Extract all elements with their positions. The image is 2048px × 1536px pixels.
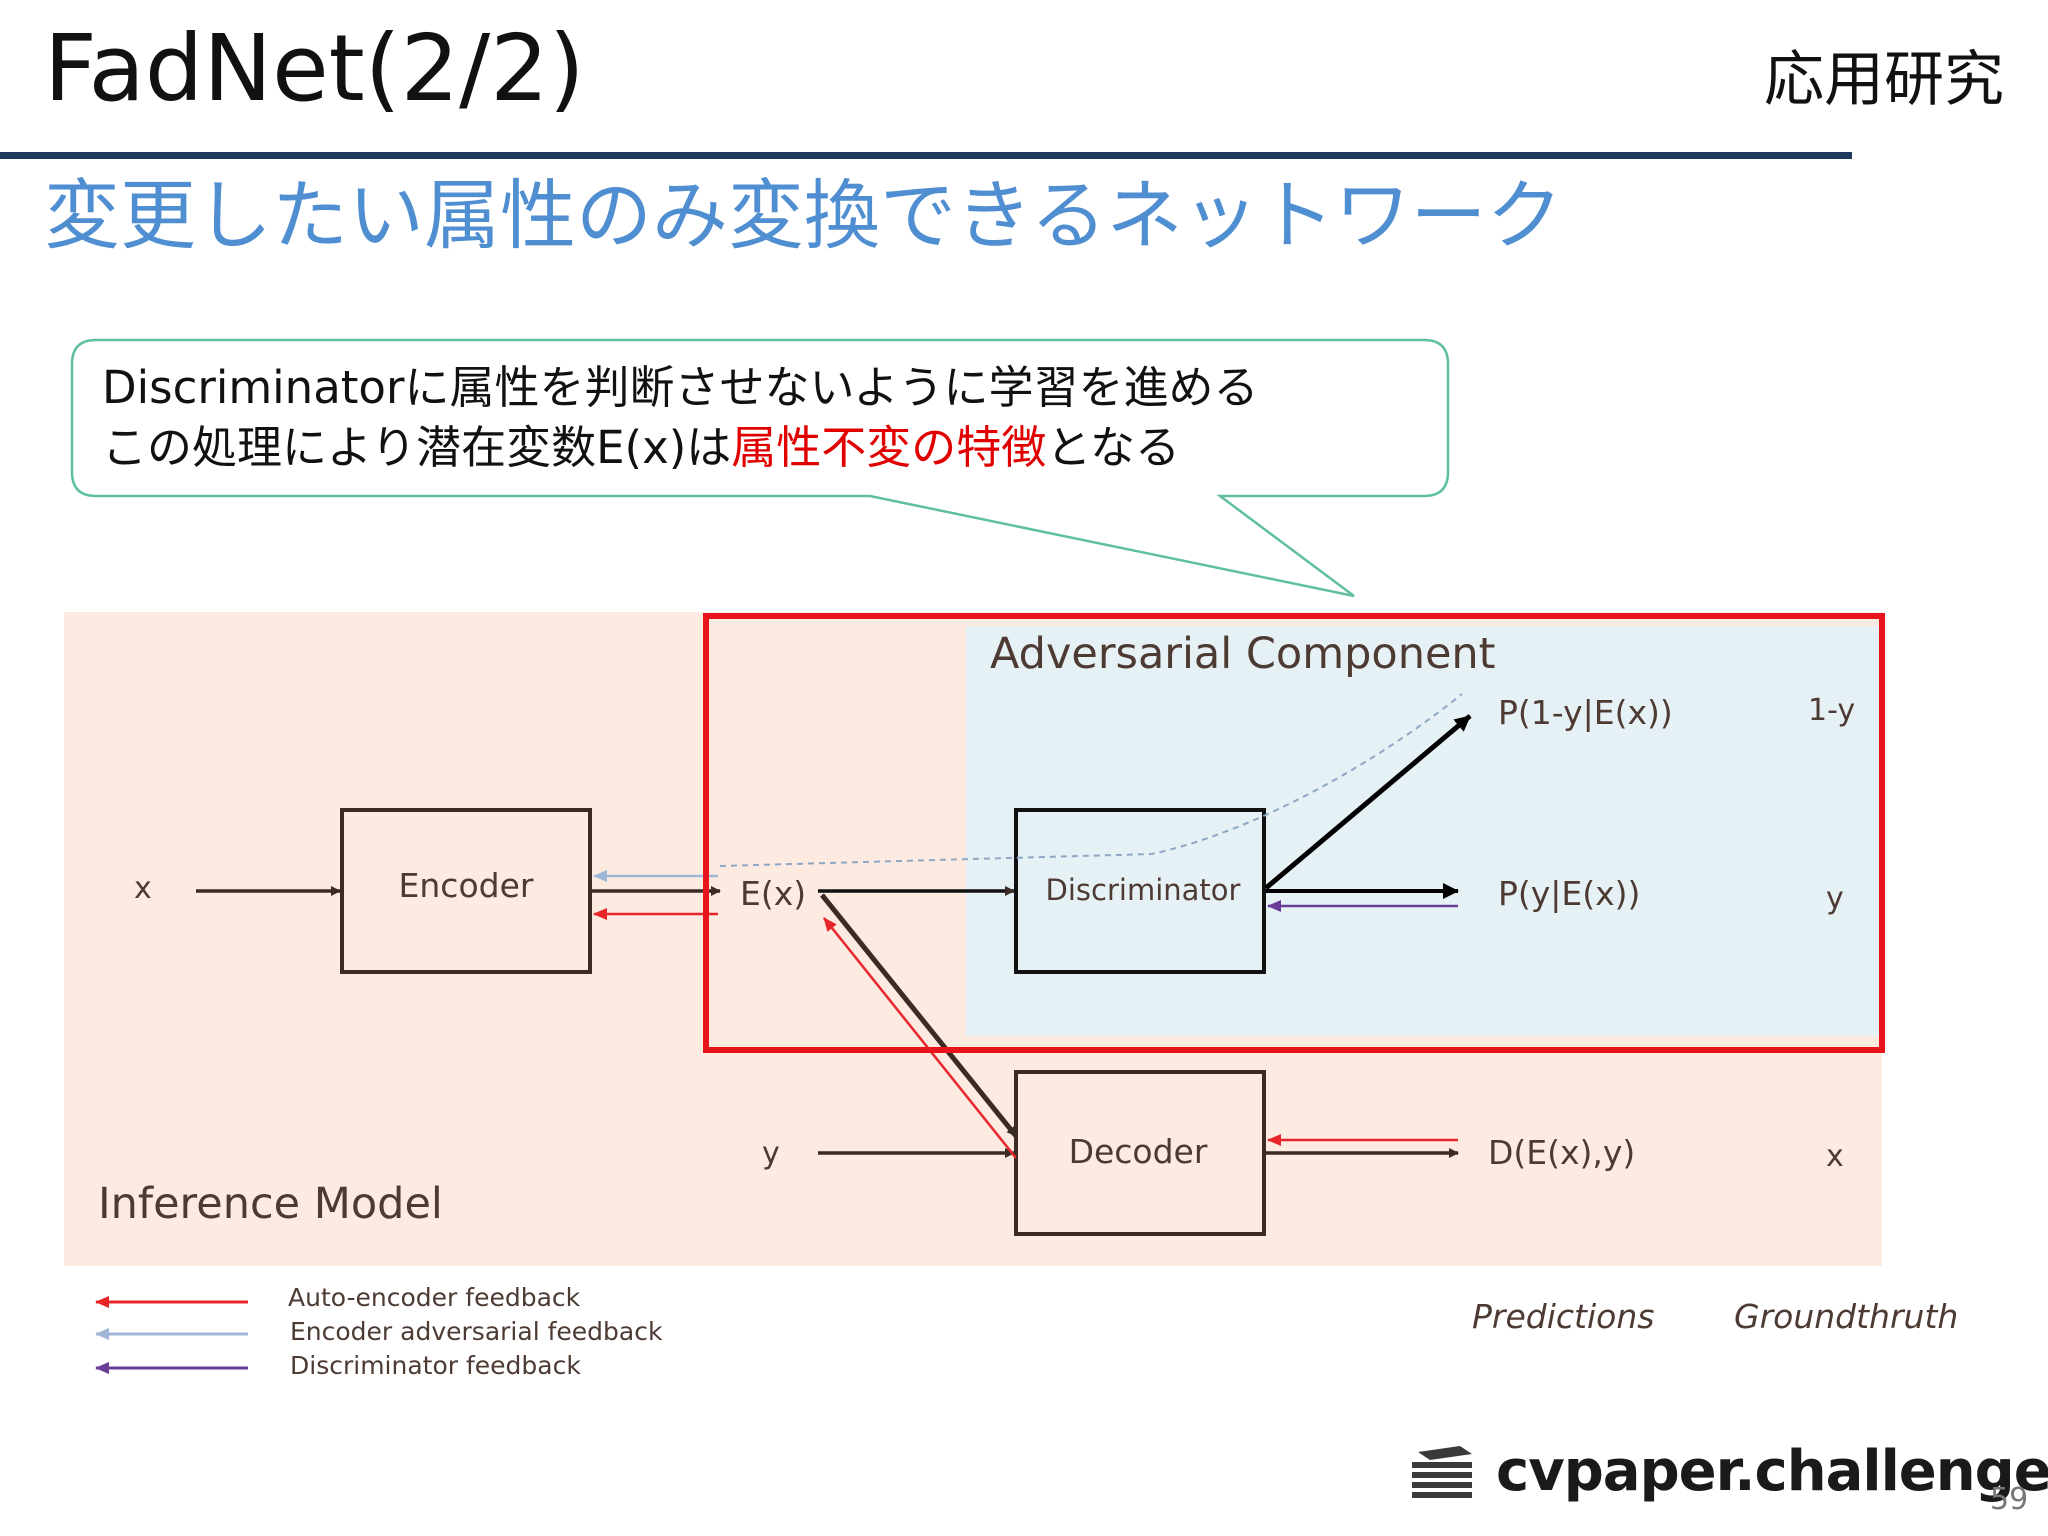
- predictions-column-label: Predictions: [1472, 1297, 1654, 1336]
- callout-line-2-after: となる: [1046, 421, 1180, 474]
- slide-subtitle: 変更したい属性のみ変換できるネットワーク: [44, 171, 1563, 260]
- slide-title: FadNet(2/2): [44, 15, 585, 122]
- adversarial-title: Adversarial Component: [990, 629, 1496, 679]
- discriminator-to-p1y-arrow: [1264, 714, 1472, 890]
- discriminator-box: [1014, 808, 1266, 974]
- input-y-label: y: [762, 1136, 780, 1171]
- ex-to-decoder-arrow: [820, 893, 1018, 1138]
- encoder-adversarial-dashed-path: [719, 693, 1463, 867]
- gt-x: x: [1826, 1139, 1844, 1174]
- gt-y: y: [1826, 881, 1844, 916]
- p-y-label: P(y|E(x)): [1498, 874, 1640, 913]
- callout-line-2-before: この処理により潜在変数E(x)は: [102, 421, 732, 474]
- callout-text: Discriminatorに属性を判断させないように学習を進める この処理により…: [102, 358, 1259, 478]
- gt-1-minus-y: 1-y: [1808, 693, 1855, 728]
- input-x-label: x: [134, 871, 152, 906]
- legend-label-encoder-adversarial: Encoder adversarial feedback: [290, 1317, 663, 1346]
- legend-label-discriminator: Discriminator feedback: [290, 1351, 581, 1380]
- page-number: 59: [1990, 1482, 2029, 1517]
- callout-line-1: Discriminatorに属性を判断させないように学習を進める: [102, 361, 1259, 414]
- decoder-label: Decoder: [1069, 1132, 1208, 1171]
- category-label: 応用研究: [1764, 45, 2004, 115]
- callout-bubble: [70, 338, 1450, 598]
- callout-line-2: この処理により潜在変数E(x)は属性不変の特徴となる: [102, 418, 1259, 478]
- title-rule: [0, 152, 1852, 159]
- brand-logo-text: cvpaper.challenge: [1496, 1439, 2048, 1504]
- auto-encoder-feedback-to-ex: [823, 917, 1017, 1159]
- inference-title: Inference Model: [98, 1179, 443, 1229]
- adversarial-highlight-box: [703, 613, 1885, 1053]
- groundtruth-column-label: Groundthruth: [1734, 1297, 1958, 1336]
- stacked-papers-icon: [1412, 1446, 1472, 1498]
- p-1-minus-y-label: P(1-y|E(x)): [1498, 693, 1673, 732]
- adversarial-component-region: [966, 626, 1882, 1036]
- discriminator-label: Discriminator: [1046, 873, 1241, 907]
- legend: Auto-encoder feedback Encoder adversaria…: [95, 1283, 663, 1380]
- d-label: D(E(x),y): [1488, 1133, 1635, 1172]
- ex-label: E(x): [740, 874, 806, 913]
- encoder-label: Encoder: [399, 866, 534, 905]
- legend-label-auto-encoder: Auto-encoder feedback: [288, 1283, 581, 1312]
- decoder-box: [1014, 1070, 1266, 1236]
- callout-emphasis: 属性不変の特徴: [731, 421, 1047, 474]
